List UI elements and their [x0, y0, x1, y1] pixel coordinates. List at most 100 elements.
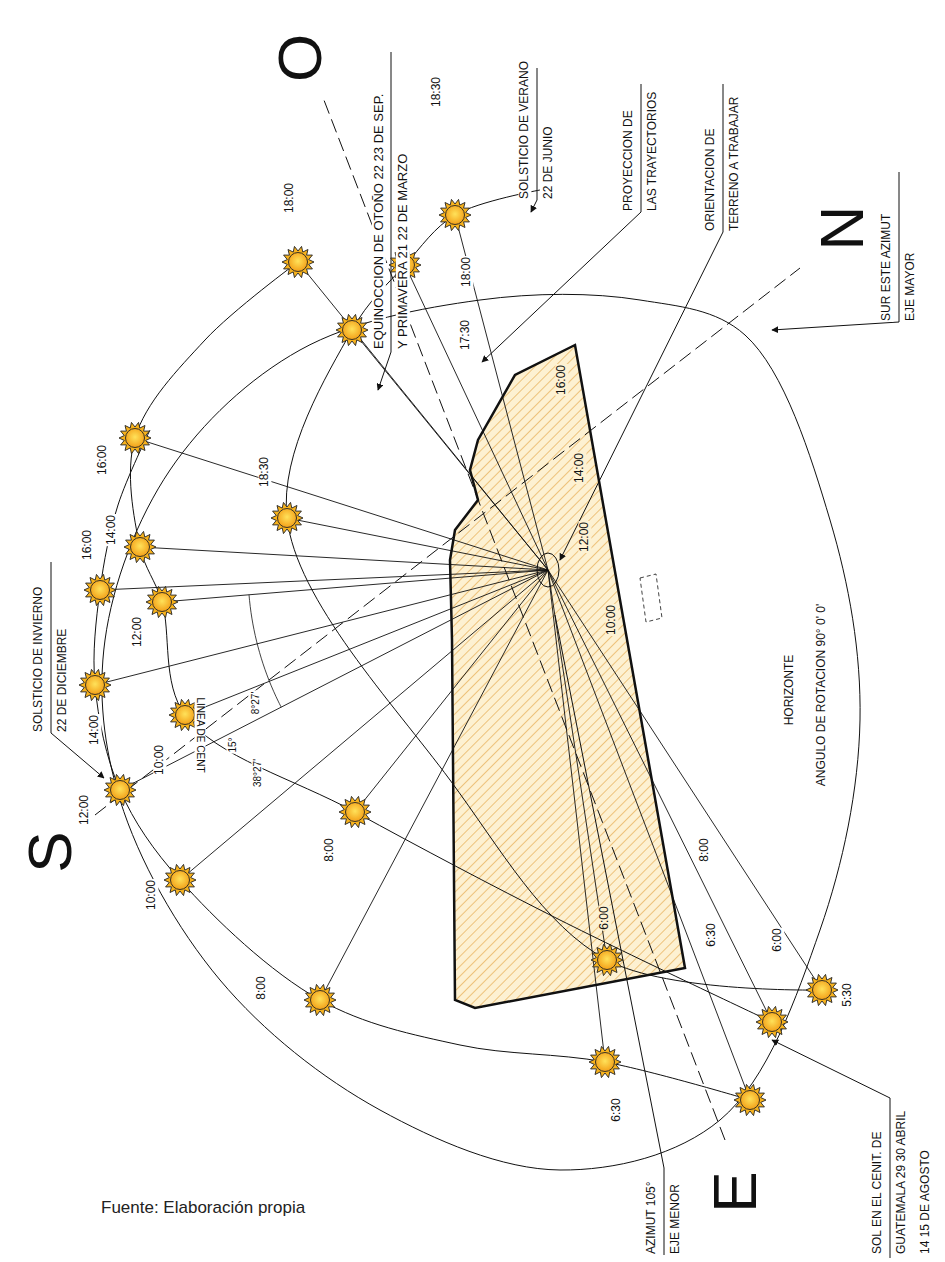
sun-rays [282, 246, 314, 277]
sun-icon [282, 246, 314, 277]
sun-disc [176, 706, 195, 725]
hour-label: 18:00 [283, 182, 296, 214]
hour-label: 8:00 [255, 975, 268, 1000]
sun-disc [598, 951, 617, 970]
leader-line [531, 68, 537, 212]
annotation-text: GUATEMALA 29 30 ABRIL [895, 1110, 908, 1255]
annotation-text: ANGULO DE ROTACION 90° 0' 0' [815, 603, 828, 788]
annotation-text: TERRENO A TRABAJAR [728, 96, 741, 232]
projection-line [162, 570, 548, 602]
hour-label: 16:00 [81, 529, 94, 561]
sun-disc [343, 321, 362, 340]
projection-line [120, 570, 548, 790]
sun-rays [79, 669, 111, 700]
hour-label: 16:00 [96, 444, 109, 476]
projection-line [298, 262, 548, 570]
angle-label: LINEA DE CENT [195, 696, 206, 773]
sun-rays [806, 974, 838, 1005]
hour-label: 8:00 [323, 837, 336, 862]
sun-disc [741, 1091, 760, 1110]
projection-line [287, 518, 548, 570]
hour-label: 6:30 [705, 922, 718, 947]
hour-label: 8:00 [698, 837, 711, 862]
sun-disc [86, 676, 105, 695]
dashed-marker [640, 574, 662, 622]
sun-icon [119, 422, 151, 453]
hour-label: 18:30 [430, 76, 443, 108]
sun-rays [734, 1084, 766, 1115]
projection-line [180, 570, 548, 880]
illustration-group [51, 52, 899, 1258]
hour-label: 14:00 [573, 452, 586, 484]
annotation-text: SOLSTICIO DE INVIERNO [32, 586, 45, 733]
sun-icon [124, 531, 156, 562]
angle-label: 8°27' [250, 691, 261, 716]
projection-line [405, 265, 548, 570]
sun-disc [763, 1013, 782, 1032]
sun-rays [304, 984, 336, 1015]
projection-line [135, 438, 548, 570]
leader-line [482, 84, 641, 362]
sun-rays [84, 574, 116, 605]
sun-icon [104, 774, 136, 805]
sun-icon [591, 944, 623, 975]
projection-line [140, 547, 548, 570]
sun-rays [124, 531, 156, 562]
sun-icon [304, 984, 336, 1015]
sun-icon [84, 574, 116, 605]
annotation-text: Y PRIMAVERA 21 22 DE MARZO [396, 153, 410, 350]
cardinal-axis [95, 268, 800, 815]
sun-rays [164, 864, 196, 895]
sun-icon [164, 864, 196, 895]
sun-rays [589, 1046, 621, 1077]
annotation-text: EJE MENOR [669, 1183, 682, 1255]
projection-line [455, 215, 548, 570]
cardinal-letter: O [266, 33, 334, 83]
hour-label: 17:30 [459, 319, 472, 351]
angle-label: 15° [227, 736, 238, 753]
leader-line [560, 84, 723, 560]
sun-rays [439, 199, 471, 230]
projection-line [320, 570, 548, 1000]
annotation-text: LAS TRAYECTORIOS [646, 91, 659, 212]
sun-rays [119, 422, 151, 453]
sun-disc [346, 803, 365, 822]
sun-disc [111, 781, 130, 800]
projection-line [548, 570, 750, 1100]
sun-disc [596, 1053, 615, 1072]
projection-line [548, 570, 822, 990]
sun-icon [806, 974, 838, 1005]
sun-disc [278, 509, 297, 528]
sun-disc [813, 981, 832, 1000]
sun-disc [171, 871, 190, 890]
leader-line [772, 172, 899, 330]
leader-line [555, 615, 664, 1255]
sun-icon [756, 1006, 788, 1037]
annotation-text: HORIZONTE [783, 654, 796, 727]
annotation-text: 22 DE JUNIO [542, 125, 555, 200]
annotation-text: EQUINOCCION DE OTOÑO 22 23 DE SEP. [372, 93, 386, 350]
sun-rays [336, 314, 368, 345]
cardinal-letter: E [701, 1170, 769, 1213]
hour-label: 10:00 [145, 879, 158, 911]
hour-label: 16:00 [555, 364, 568, 396]
hour-label: 14:00 [88, 714, 101, 746]
zenith-marker [537, 553, 559, 587]
hour-label: 18:30 [258, 456, 271, 488]
horizon-ellipse [102, 294, 860, 1170]
hour-label: 10:00 [153, 744, 166, 776]
sun-disc [126, 429, 145, 448]
sun-icon [734, 1084, 766, 1115]
sun-icon [589, 1046, 621, 1077]
annotation-text: EJE MAYOR [904, 252, 917, 322]
cardinal-letter: S [16, 830, 84, 873]
sun-disc [311, 991, 330, 1010]
annotation-text: AZIMUT 105° [645, 1180, 658, 1255]
hour-label: 6:00 [598, 905, 611, 930]
hour-label: 12:00 [78, 794, 91, 826]
annotation-text: SUR ESTE AZIMUT [880, 213, 893, 322]
annotation-text: 14 15 DE AGOSTO [919, 1149, 932, 1255]
hour-label: 12:00 [578, 521, 591, 553]
projection-line [355, 570, 548, 812]
